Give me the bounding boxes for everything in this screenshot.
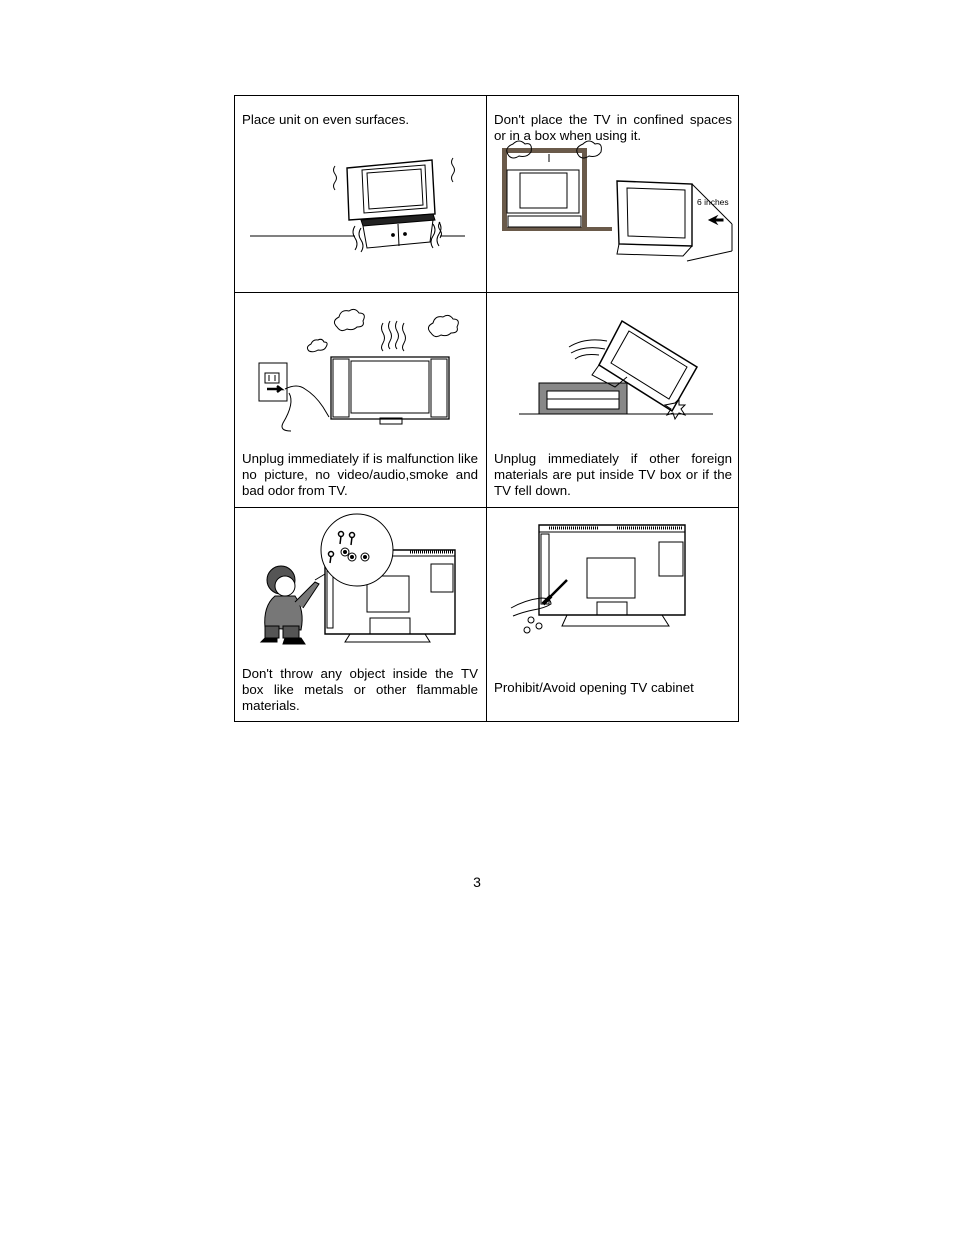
row-divider — [235, 507, 738, 508]
page-number: 3 — [473, 874, 481, 890]
cell-throw-objects: Don't throw any object inside the TV box… — [235, 508, 486, 723]
cell-avoid-opening: Prohibit/Avoid opening TV cabinet — [487, 508, 740, 723]
tv-fallen-illustration — [487, 293, 740, 443]
tv-uneven-surface-illustration — [235, 96, 486, 292]
instruction-text: Prohibit/Avoid opening TV cabinet — [494, 680, 694, 695]
instruction-text: Unplug immediately if other foreign mate… — [494, 451, 732, 498]
instruction-text: Don't throw any object inside the TV box… — [242, 666, 478, 713]
tv-back-screwdriver-illustration — [487, 508, 740, 658]
distance-label: 6 inches — [697, 197, 729, 207]
unplug-smoke-illustration — [235, 293, 486, 443]
cell-foreign-materials: Unplug immediately if other foreign mate… — [487, 293, 740, 507]
safety-instructions-table: Place unit on even surfaces. — [234, 95, 739, 722]
cell-malfunction: Unplug immediately if is malfunction lik… — [235, 293, 486, 507]
instruction-text: Place unit on even surfaces. — [242, 112, 410, 127]
instruction-text: Don't place the TV in confined spaces or… — [494, 112, 732, 143]
column-divider — [486, 96, 487, 721]
child-throwing-objects-illustration — [235, 508, 486, 658]
instruction-text: Unplug immediately if is malfunction lik… — [242, 451, 478, 498]
cell-confined-spaces: Don't place the TV in confined spaces or… — [487, 96, 740, 292]
row-divider — [235, 292, 738, 293]
cell-even-surface: Place unit on even surfaces. — [235, 96, 486, 292]
tv-in-box-illustration: 6 inches — [502, 96, 740, 292]
